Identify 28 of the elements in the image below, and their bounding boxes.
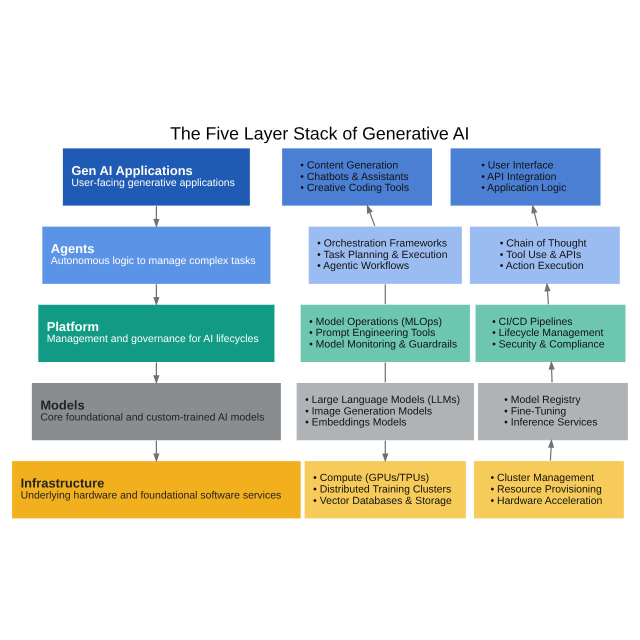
arrow (153, 440, 160, 462)
node-box: Agents Autonomous logic to manage complex tasks (42, 225, 272, 284)
arrow (366, 204, 376, 226)
node-box: • Content Generation • Chatbots & Assistants • Creative Coding Tools (281, 147, 433, 206)
node-box: • Model Operations (MLOps) • Prompt Engineering Tools • Model Monitoring & Guardrails (300, 303, 471, 362)
arrow (153, 206, 160, 228)
node-box: Gen AI Applications User-facing generative applications (62, 147, 251, 206)
node-box: • Orchestration Frameworks • Task Planning & Execution • Agentic Workflows (308, 225, 463, 284)
arrow (382, 440, 388, 462)
node-box: • Cluster Management • Resource Provisioning • Hardware Acceleration (473, 460, 625, 519)
arrow (153, 362, 160, 384)
node-box: • Chain of Thought • Tool Use & APIs • Action Execution (469, 225, 621, 284)
node-box: • Large Language Models (LLMs) • Image Generation Models • Embeddings Models (296, 382, 475, 440)
node-box: Platform Management and governance for AI lifecycles (38, 303, 276, 362)
connector (384, 362, 386, 382)
arrow (548, 438, 554, 460)
node-box: Models Core foundational and custom-trained AI models (31, 382, 282, 440)
arrow (544, 282, 551, 304)
arrow (531, 204, 538, 226)
connector (384, 284, 386, 304)
node-box: • User Interface • API Integration • Application Logic (450, 147, 602, 206)
diagram-title: The Five Layer Stack of Generative AI (170, 123, 470, 144)
node-box: • Compute (GPUs/TPUs) • Distributed Training Clusters • Vector Databases & Storage (304, 460, 467, 519)
node-box: • CI/CD Pipelines • Lifecycle Management • Security & Compliance (474, 303, 626, 362)
node-box: Infrastructure Underlying hardware and foundational software services (11, 460, 302, 519)
arrow (548, 360, 555, 382)
arrow (153, 284, 160, 306)
node-box: • Model Registry • Fine-Tuning • Inference Services (477, 382, 629, 440)
